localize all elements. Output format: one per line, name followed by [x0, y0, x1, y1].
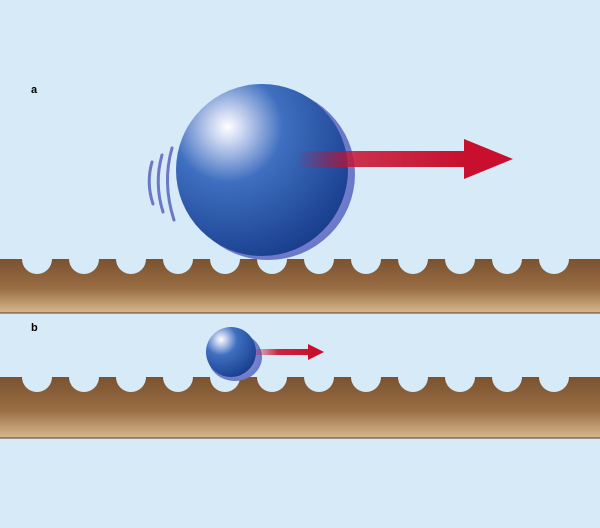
- panel-b: b: [0, 322, 600, 439]
- ground-surface-b: [0, 377, 600, 438]
- panel-a-label: a: [31, 84, 38, 96]
- panel-a: a: [0, 84, 600, 314]
- small-sphere: [206, 327, 256, 377]
- large-sphere: [176, 84, 348, 256]
- vibration-lines: [147, 146, 176, 222]
- ground-surface-a: [0, 259, 600, 313]
- panel-b-label: b: [31, 322, 38, 334]
- small-arrow: [256, 344, 324, 360]
- large-arrow: [296, 139, 513, 179]
